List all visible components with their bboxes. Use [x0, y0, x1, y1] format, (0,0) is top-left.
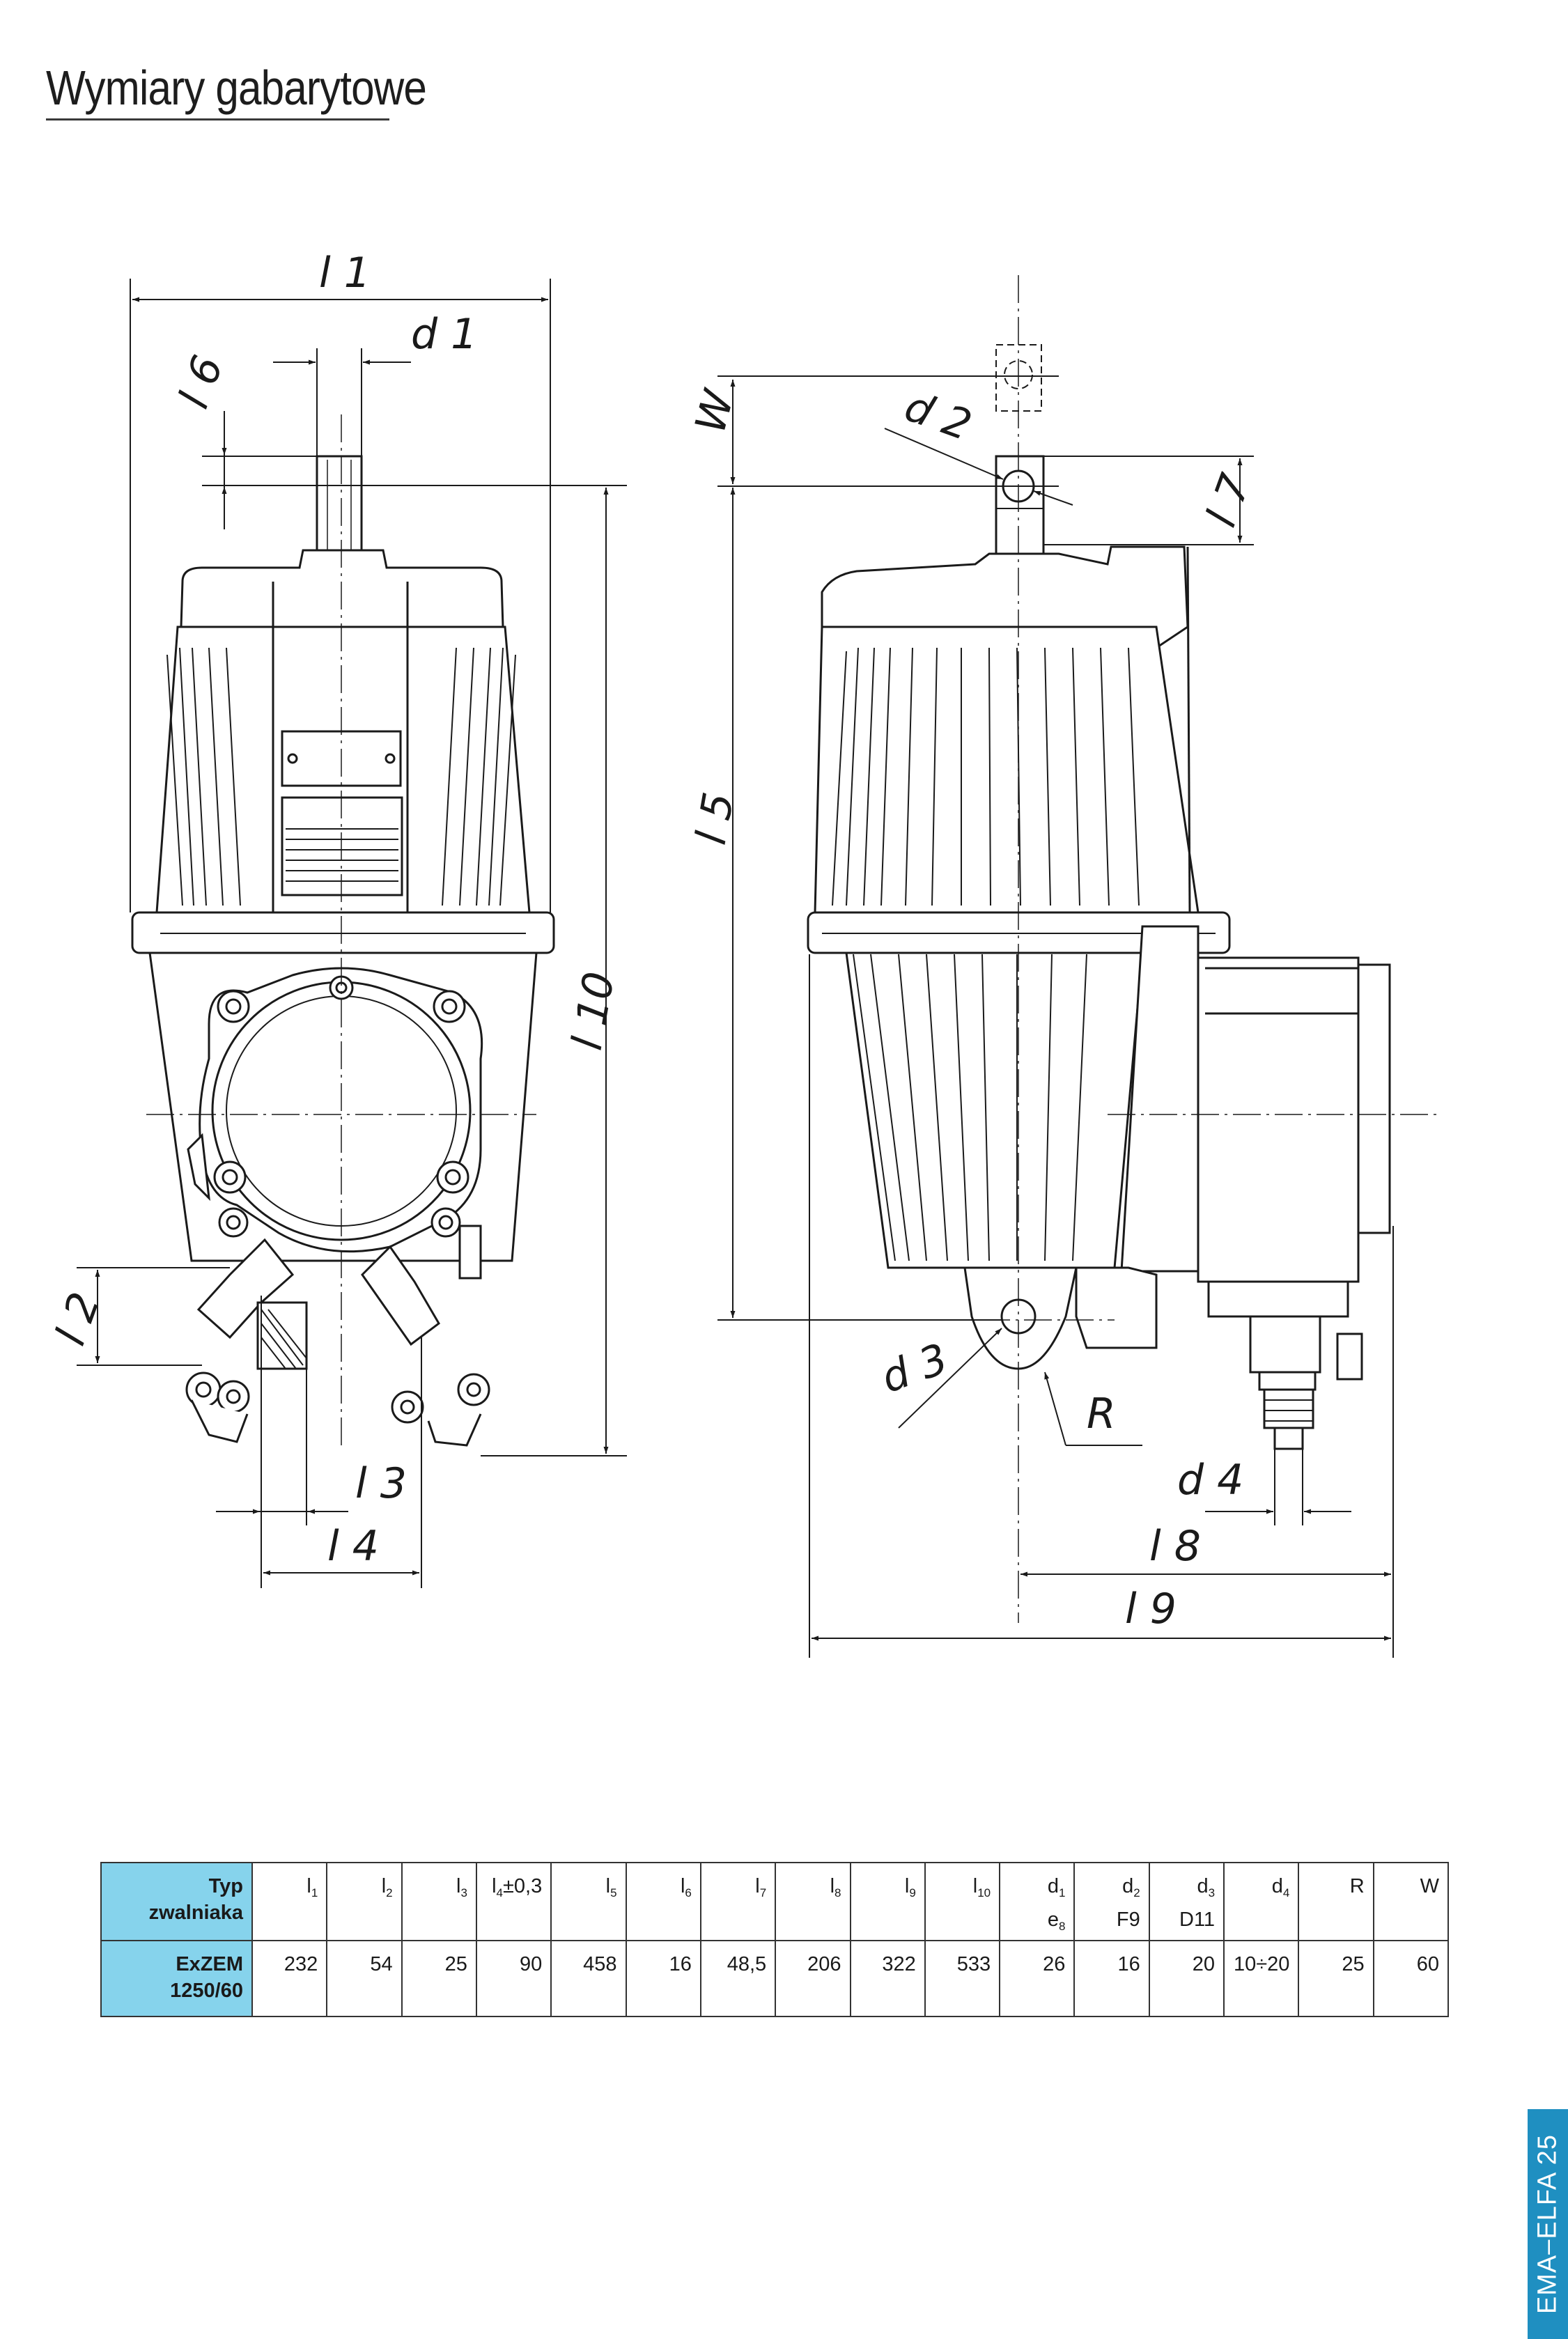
label-l7: l 7 — [1197, 468, 1260, 533]
label-l6: l 6 — [169, 350, 233, 414]
front-view — [77, 279, 627, 1588]
table-cell: 458 — [550, 1940, 627, 2017]
label-R: R — [1087, 1390, 1116, 1438]
label-d3: d 3 — [875, 1335, 954, 1403]
col-header: l1 — [251, 1862, 328, 1941]
row-type-cell: ExZEM 1250/60 — [100, 1940, 253, 2017]
header-type-line2: zwalniaka — [148, 1902, 243, 1924]
label-l2: l 2 — [46, 1287, 109, 1351]
col-header: d4 — [1223, 1862, 1300, 1941]
label-d2: d 2 — [899, 382, 978, 450]
table-cell: 20 — [1148, 1940, 1225, 2017]
table-cell: 533 — [924, 1940, 1001, 2017]
col-header: l3 — [401, 1862, 477, 1941]
col-header: l10 — [924, 1862, 1001, 1941]
label-l8: l 8 — [1149, 1522, 1201, 1571]
col-header: l4±0,3 — [475, 1862, 552, 1941]
col-header: l5 — [550, 1862, 627, 1941]
dimensions-table: Typ zwalniaka l1 l2 l3 l4±0,3 l5 l6 l7 l… — [100, 1862, 1450, 2017]
label-W: W — [686, 384, 745, 438]
label-l9: l 9 — [1125, 1585, 1177, 1633]
table-cell: 322 — [849, 1940, 926, 2017]
dimension-drawing: l 1 d 1 l 6 l 10 l 2 l 3 l 4 W d 2 l 7 l… — [46, 249, 1442, 1658]
row-type-line1: ExZEM — [176, 1953, 243, 1975]
table-cell: 10÷20 — [1223, 1940, 1300, 2017]
table-cell: 206 — [775, 1940, 851, 2017]
table-cell: 54 — [326, 1940, 403, 2017]
col-header: W — [1372, 1862, 1450, 1941]
table-cell: 25 — [1298, 1940, 1374, 2017]
table-cell: 48,5 — [699, 1940, 777, 2017]
table-header-row: Typ zwalniaka l1 l2 l3 l4±0,3 l5 l6 l7 l… — [100, 1862, 1450, 1941]
page-title: Wymiary gabarytowe — [46, 61, 427, 115]
table-cell: 16 — [625, 1940, 701, 2017]
col-header: l2 — [326, 1862, 403, 1941]
page-number-tab: EMA–ELFA 25 — [1528, 2109, 1568, 2339]
label-l5: l 5 — [687, 789, 744, 848]
col-header: R — [1298, 1862, 1374, 1941]
table-cell: 26 — [999, 1940, 1076, 2017]
header-type-cell: Typ zwalniaka — [100, 1862, 253, 1941]
col-header: l9 — [849, 1862, 926, 1941]
col-header: l7 — [699, 1862, 777, 1941]
row-type-line2: 1250/60 — [170, 1980, 243, 2002]
col-header: l8 — [775, 1862, 851, 1941]
label-l10: l 10 — [563, 968, 624, 1054]
table-cell: 232 — [251, 1940, 328, 2017]
side-view — [717, 275, 1442, 1658]
title-underline — [46, 118, 389, 121]
table-row: ExZEM 1250/60 232 54 25 90 458 16 48,5 2… — [100, 1940, 1450, 2017]
table-cell: 60 — [1372, 1940, 1450, 2017]
label-l1: l 1 — [319, 249, 371, 297]
label-l4: l 4 — [327, 1522, 379, 1571]
page-number-label: EMA–ELFA 25 — [1532, 2134, 1562, 2315]
header-type-line1: Typ — [208, 1875, 243, 1897]
table-cell: 90 — [475, 1940, 552, 2017]
table-cell: 16 — [1073, 1940, 1150, 2017]
table-cell: 25 — [401, 1940, 477, 2017]
col-header: l6 — [625, 1862, 701, 1941]
label-d1: d 1 — [411, 310, 477, 359]
label-l3: l 3 — [355, 1459, 407, 1508]
label-d4: d 4 — [1177, 1456, 1243, 1505]
